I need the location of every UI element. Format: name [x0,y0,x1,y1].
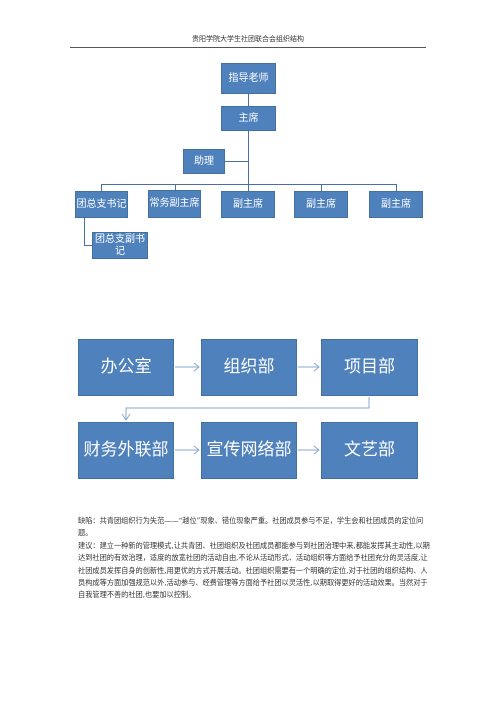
vice-chair-node: 副主席 [221,191,275,218]
connector [224,161,248,162]
department-publicity-network: 宣传网络部 [201,422,297,479]
connector [175,184,176,190]
right-arrow-icon [175,362,200,372]
secretary-node: 团总支书记 [75,191,128,218]
connector [248,184,249,191]
deputy-secretary-node: 团总支副书记 [92,232,148,259]
department-organization: 组织部 [201,339,297,396]
vice-chair-node: 副主席 [294,191,348,218]
connector [248,94,249,106]
chair-node: 主席 [221,106,276,131]
department-arts: 文艺部 [321,422,418,479]
connector [396,184,397,191]
vice-chair-node: 副主席 [369,191,423,218]
executive-vice-chair-node: 常务副主席 [148,190,201,218]
department-projects: 项目部 [321,339,418,396]
department-finance-outreach: 财务外联部 [78,422,174,479]
connector [101,184,102,191]
connector [84,245,92,246]
wrap-arrow-icon [121,397,370,421]
suggestion-paragraph: 建议：建立一种新的管理模式,让共青团、社团组织及社团成员都能参与到社团治理中来,… [78,540,430,600]
connector [101,184,397,185]
assistant-node: 助理 [183,149,225,174]
advisor-node: 指导老师 [221,63,276,94]
right-arrow-icon [298,362,320,372]
right-arrow-icon [298,445,320,455]
right-arrow-icon [175,445,200,455]
page-header: 贵阳学院大学生社团联合会组织结构 [70,34,426,48]
connector [321,184,322,191]
department-office: 办公室 [78,339,174,396]
connector [84,218,85,245]
deficiency-paragraph: 缺陷：共青团组织行为失范——“越位”现象、错位现象严重。社团成员参与不足，学生会… [78,516,424,538]
connector [248,131,249,184]
body-text: 缺陷：共青团组织行为失范——“越位”现象、错位现象严重。社团成员参与不足，学生会… [78,515,432,602]
